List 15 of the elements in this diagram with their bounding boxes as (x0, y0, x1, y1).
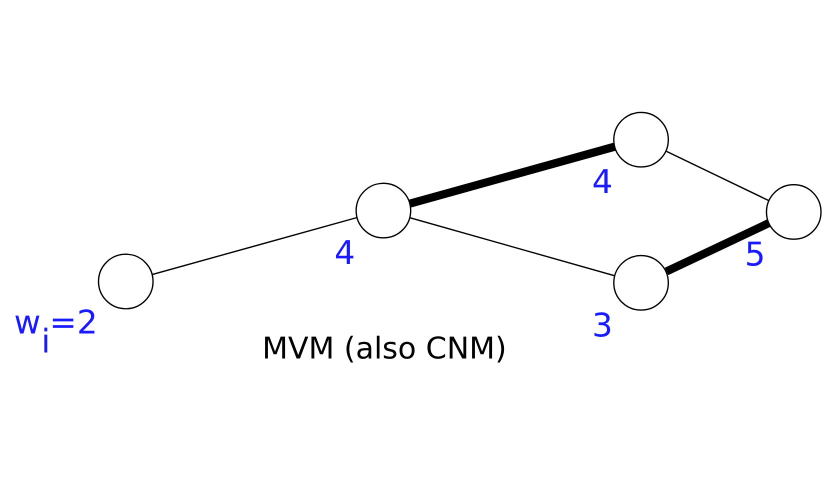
node-circle (613, 254, 669, 311)
node-label: 3 (592, 306, 613, 344)
connector (410, 217, 615, 276)
connector (666, 150, 770, 202)
node-circle (98, 254, 154, 310)
node-label: 4 (592, 163, 613, 202)
node-label: 4 (334, 234, 356, 272)
node-label: 5 (744, 235, 766, 274)
connector (664, 219, 771, 276)
label: MVM (also CNM) (262, 332, 507, 367)
connector (409, 142, 616, 208)
node-circle (613, 112, 669, 168)
connector (152, 216, 357, 276)
node-circle (766, 184, 822, 240)
node-circle (355, 182, 412, 239)
